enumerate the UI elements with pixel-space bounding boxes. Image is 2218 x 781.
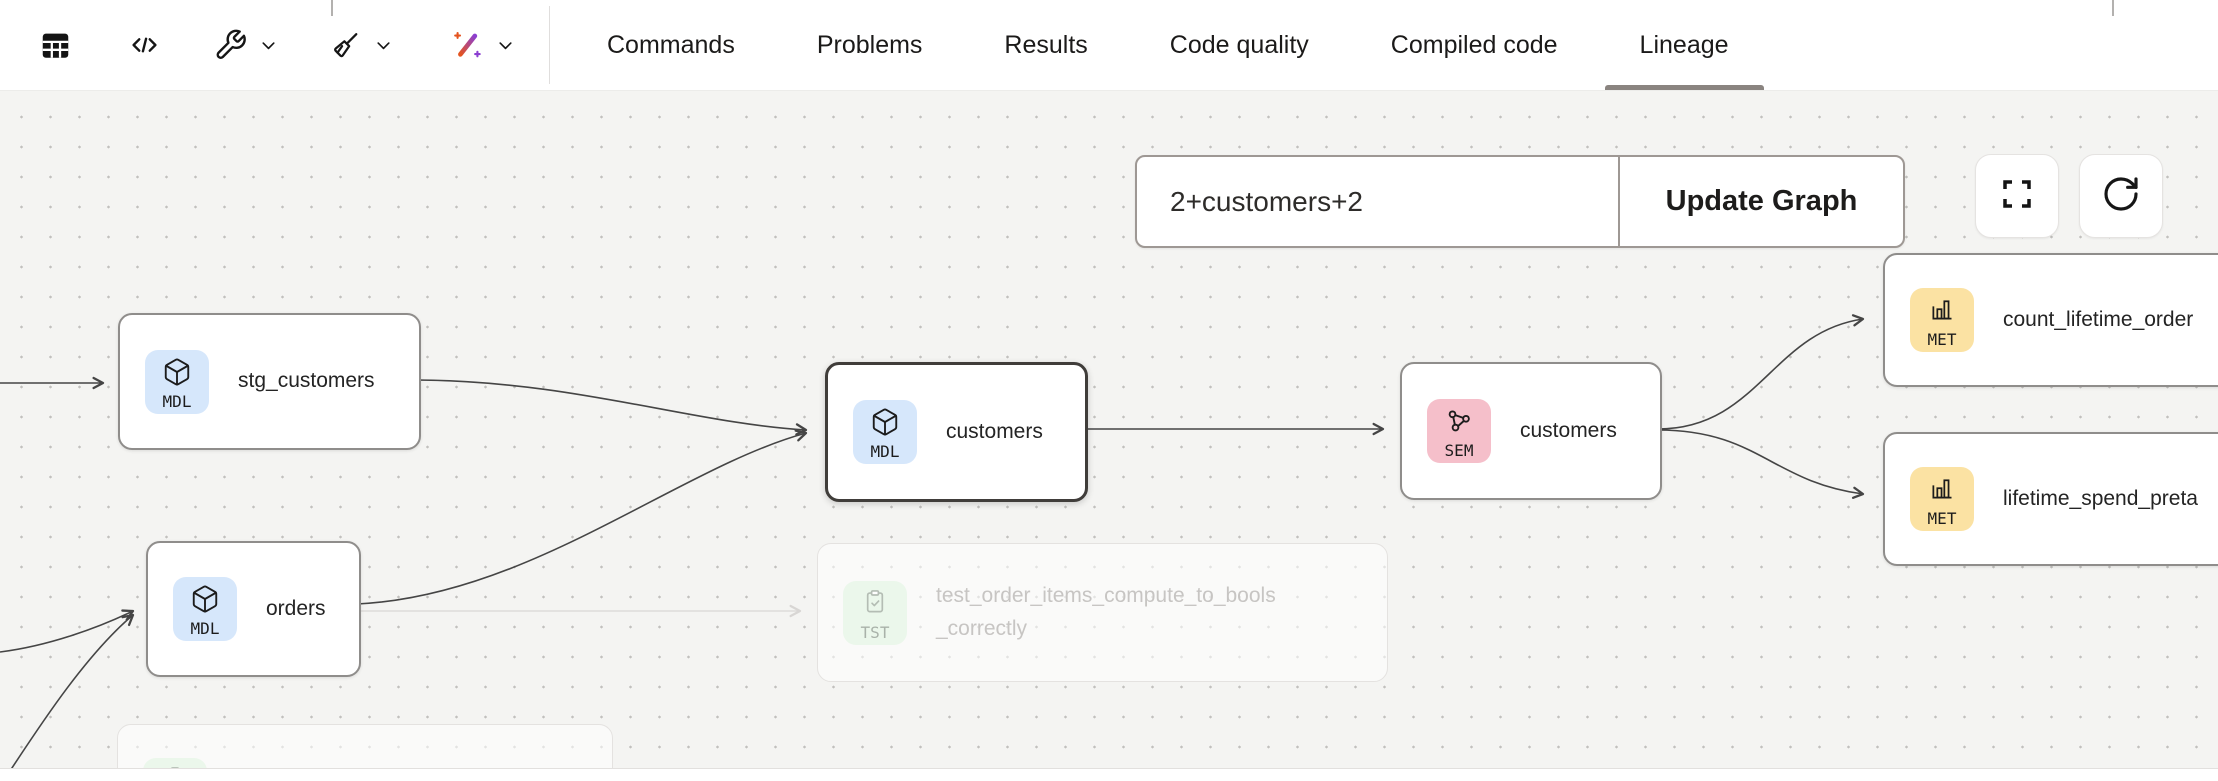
tab-strip: Commands Problems Results Code quality Compi…	[566, 0, 2218, 90]
edge-offscreen-left-to-orders	[0, 609, 135, 653]
graph-node-customers-model[interactable]: MDL customers	[825, 362, 1088, 502]
node-type-code: MDL	[162, 391, 192, 411]
tab-compiled-code[interactable]: Compiled code	[1390, 30, 1558, 59]
semantic-model-badge: SEM	[1427, 399, 1491, 463]
node-label: customers	[1520, 418, 1617, 442]
top-toolbar: Commands Problems Results Code quality Compi…	[0, 0, 2218, 91]
broom-icon	[328, 28, 363, 62]
node-label: lifetime_spend_preta	[2003, 486, 2198, 510]
edge-offscreen-bottom-left-to-orders	[3, 613, 135, 780]
tab-problems[interactable]: Problems	[816, 30, 923, 59]
code-tool-button[interactable]	[126, 0, 163, 90]
magic-pencil-icon	[450, 28, 485, 62]
code-icon	[126, 28, 163, 62]
graph-node-orders[interactable]: MDL orders	[146, 541, 361, 677]
node-label: count_lifetime_order	[2003, 307, 2194, 331]
edge-stg_customers-to-customers-model	[416, 379, 808, 436]
test-badge: TST	[843, 580, 907, 645]
broom-tool-button[interactable]	[328, 0, 395, 90]
bottom-panel-edge	[0, 768, 2218, 781]
wrench-icon	[213, 28, 248, 62]
tab-code-quality[interactable]: Code quality	[1169, 30, 1309, 59]
model-badge: MDL	[173, 577, 237, 641]
wrench-tool-button[interactable]	[213, 0, 280, 90]
panel-resize-tick	[331, 0, 333, 16]
tab-commands[interactable]: Commands	[607, 30, 735, 59]
graph-node-count_lifetime_order[interactable]: MET count_lifetime_order	[1883, 253, 2218, 387]
toolbar-divider	[549, 6, 550, 84]
node-type-code: MDL	[190, 619, 220, 639]
graph-node-customers-semantic[interactable]: SEM customers	[1400, 362, 1662, 500]
edge-orders-to-customers-model	[356, 429, 808, 605]
metric-badge: MET	[1910, 467, 1974, 531]
edge-customers-semantic-to-lifetime_spend_preta	[1657, 429, 1865, 499]
table-icon	[38, 28, 73, 62]
edge-customers-semantic-to-count_lifetime_order	[1657, 314, 1865, 430]
node-label: orders	[266, 596, 326, 620]
refresh-icon	[2101, 174, 2141, 219]
fullscreen-button[interactable]	[1975, 154, 2059, 238]
chevron-down-icon	[494, 34, 517, 57]
node-type-code: SEM	[1444, 441, 1474, 461]
table-tool-button[interactable]	[38, 0, 73, 90]
graph-node-lifetime_spend_preta[interactable]: MET lifetime_spend_preta	[1883, 432, 2218, 566]
model-badge: MDL	[145, 349, 209, 414]
node-label: customers	[946, 419, 1043, 443]
node-type-code: MET	[1927, 330, 1957, 350]
model-selector-input[interactable]: 2+customers+2	[1137, 157, 1620, 246]
graph-node-test_order_items_compute_to_bools_correctly[interactable]: TST test_order_items_compute_to_bools_cor…	[817, 543, 1388, 682]
metric-badge: MET	[1910, 288, 1974, 352]
panel-resize-tick	[2112, 0, 2114, 16]
refresh-button[interactable]	[2079, 154, 2163, 238]
update-graph-button[interactable]: Update Graph	[1620, 157, 1903, 246]
tab-results[interactable]: Results	[1004, 30, 1088, 59]
magic-pencil-tool-button[interactable]	[450, 0, 517, 90]
chevron-down-icon	[372, 34, 395, 57]
fullscreen-icon	[1997, 174, 2037, 219]
tab-lineage[interactable]: Lineage	[1599, 0, 1770, 90]
model-badge: MDL	[853, 400, 917, 464]
node-type-code: TST	[860, 622, 890, 642]
node-label: stg_customers	[238, 369, 375, 393]
graph-node-stg_customers[interactable]: MDL stg_customers	[118, 313, 421, 450]
node-label: test_order_items_compute_to_bools_correc…	[936, 583, 1276, 640]
node-type-code: MDL	[870, 442, 900, 462]
node-type-code: MET	[1927, 509, 1957, 529]
graph-controls: 2+customers+2 Update Graph	[1135, 155, 1905, 248]
chevron-down-icon	[257, 34, 280, 57]
